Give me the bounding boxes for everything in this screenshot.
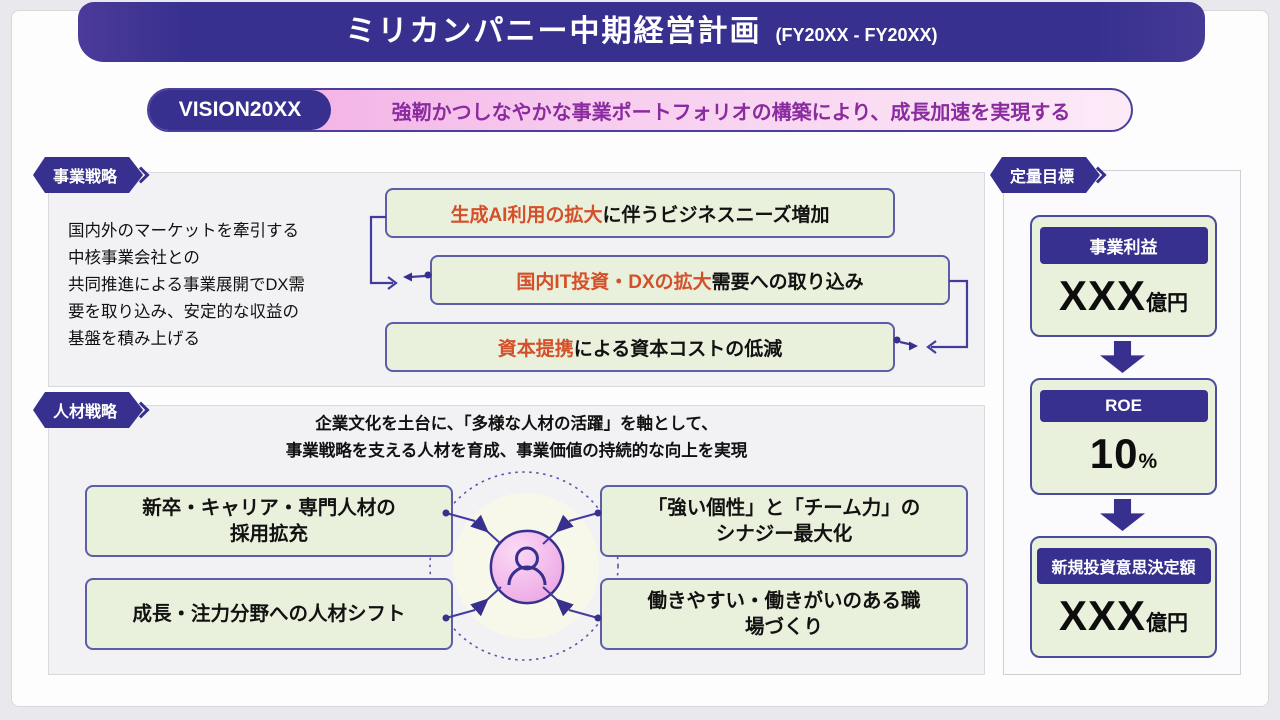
highlight-text: 資本提携: [497, 338, 574, 360]
hr-box-workplace: 働きやすい・働きがいのある職 場づくり: [600, 578, 968, 650]
quantitative-target-tag-label: 定量目標: [990, 157, 1100, 193]
target-box-profit: 事業利益 XXX億円: [1030, 215, 1217, 337]
rest-text: に伴うビジネスニーズ増加: [602, 204, 830, 226]
title-banner: ミリカンパニー中期経営計画 (FY20XX - FY20XX): [78, 2, 1205, 62]
target-label: 事業利益: [1039, 227, 1208, 264]
business-strategy-box-3: 資本提携による資本コストの低減: [385, 322, 895, 372]
hr-strategy-intro: 企業文化を土台に、「多様な人材の活躍」を軸として、 事業戦略を支える人材を育成、…: [285, 415, 748, 460]
business-strategy-box-2: 国内IT投資・DXの拡大需要への取り込み: [430, 255, 950, 305]
hr-box-recruiting: 新卒・キャリア・専門人材の 採用拡充: [85, 485, 453, 557]
vision-pill: VISION20XX 強靭かつしなやかな事業ポートフォリオの構築により、成長加速…: [147, 88, 1133, 132]
value-number: 10: [1089, 430, 1139, 477]
highlight-text: 生成AI利用の拡大: [450, 204, 603, 226]
value-number: XXX: [1058, 272, 1147, 319]
target-label: 新規投資意思決定額: [1036, 548, 1211, 584]
hr-box-synergy: 「強い個性」と「チーム力」の シナジー最大化: [600, 485, 968, 557]
business-strategy-description: 国内外のマーケットを牽引する 中核事業会社との 共同推進による事業展開でDX需 …: [68, 222, 305, 348]
quantitative-target-tag: 定量目標: [990, 157, 1107, 193]
business-strategy-box-1: 生成AI利用の拡大に伴うビジネスニーズ増加: [385, 188, 895, 238]
business-strategy-tag-label: 事業戦略: [33, 157, 143, 193]
vision-label: VISION20XX: [149, 90, 331, 130]
vision-statement: 強靭かつしなやかな事業ポートフォリオの構築により、成長加速を実現する: [391, 101, 1071, 124]
business-strategy-tag: 事業戦略: [33, 157, 150, 193]
value-unit: 億円: [1146, 292, 1189, 315]
target-value: 10%: [1032, 430, 1215, 478]
rest-text: 需要への取り込み: [711, 271, 864, 293]
slide-period: (FY20XX - FY20XX): [775, 25, 938, 45]
hr-box-talent-shift: 成長・注力分野への人材シフト: [85, 578, 453, 650]
highlight-text: 国内IT投資・DXの拡大: [516, 271, 712, 293]
target-label: ROE: [1039, 390, 1208, 422]
target-box-roe: ROE 10%: [1030, 378, 1217, 495]
value-unit: %: [1138, 450, 1158, 473]
target-value: XXX億円: [1032, 592, 1215, 640]
target-box-investment: 新規投資意思決定額 XXX億円: [1030, 536, 1217, 658]
hr-strategy-tag: 人材戦略: [33, 392, 150, 428]
target-value: XXX億円: [1032, 272, 1215, 320]
value-number: XXX: [1058, 592, 1147, 639]
slide-title: ミリカンパニー中期経営計画: [345, 15, 762, 48]
rest-text: による資本コストの低減: [573, 338, 783, 360]
value-unit: 億円: [1146, 612, 1189, 635]
hr-strategy-tag-label: 人材戦略: [33, 392, 143, 428]
person-icon: [489, 529, 565, 605]
